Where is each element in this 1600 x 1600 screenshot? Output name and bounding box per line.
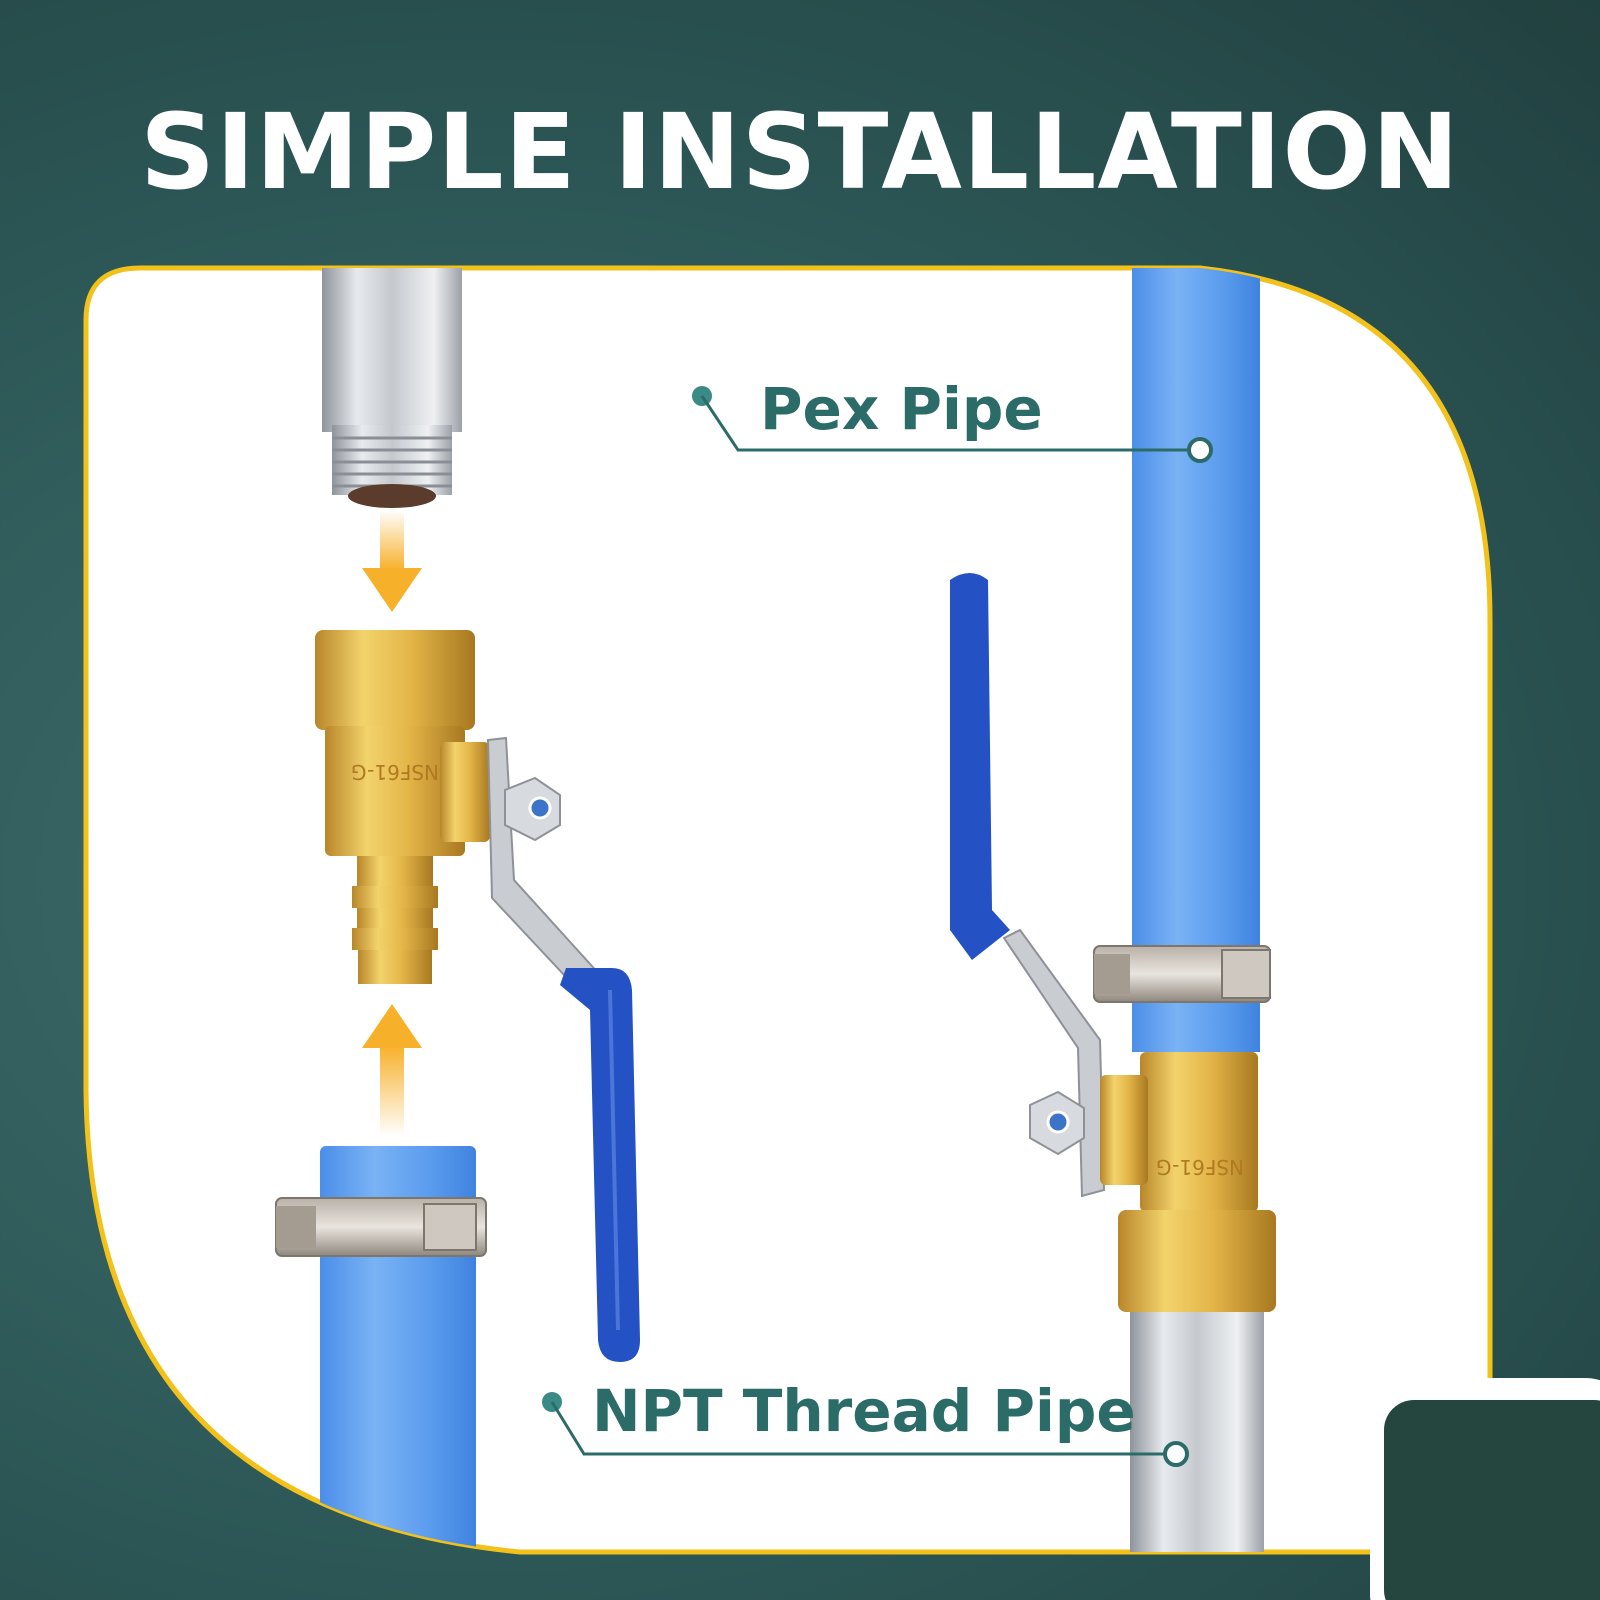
- right-valve-handle: [950, 573, 1106, 1198]
- right-ball-valve: NSF61-G: [1029, 1052, 1276, 1312]
- arrow-down-icon: [362, 510, 422, 612]
- arrow-up-icon: [362, 1004, 422, 1136]
- right-pex-pipe: [1093, 268, 1271, 1052]
- page-title: SIMPLE INSTALLATION: [140, 91, 1460, 213]
- npt-thread-pipe-label: NPT Thread Pipe: [592, 1377, 1136, 1445]
- pex-pipe-label: Pex Pipe: [760, 375, 1043, 443]
- svg-text:NSF61-G: NSF61-G: [351, 760, 439, 784]
- corner-badge: [1370, 1378, 1600, 1600]
- right-npt-pipe: [1130, 1312, 1264, 1552]
- svg-text:NSF61-G: NSF61-G: [1156, 1155, 1244, 1179]
- left-npt-pipe: [322, 268, 462, 508]
- pex-callout-leader: [692, 386, 1213, 463]
- content-panel: [83, 265, 1493, 1555]
- left-pex-pipe: [275, 1146, 487, 1552]
- left-ball-valve: NSF61-G: [315, 630, 640, 1362]
- npt-callout-leader: [542, 1392, 1189, 1467]
